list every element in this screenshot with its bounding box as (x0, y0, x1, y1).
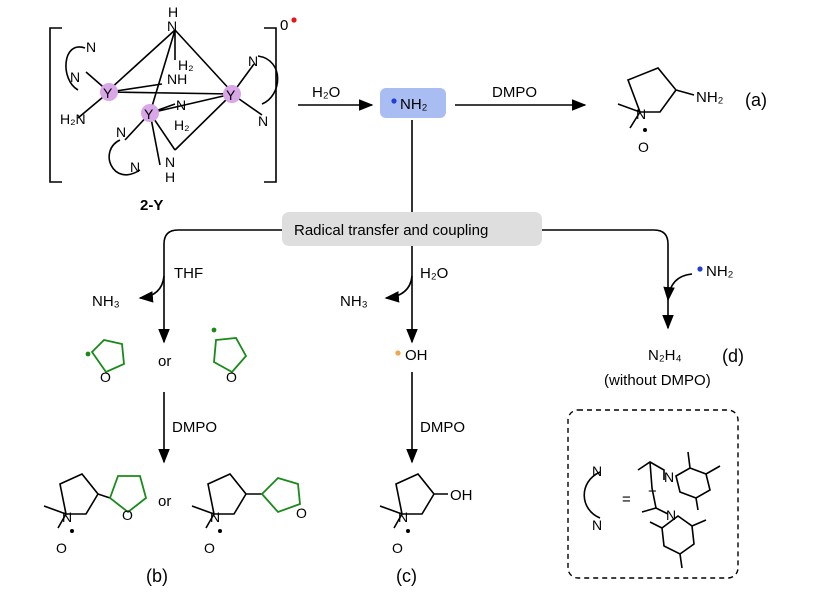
product-b2-o: O (204, 540, 215, 556)
yttrium-atom-2 (141, 104, 159, 122)
product-b1-o: O (56, 540, 67, 556)
label-d: (d) (722, 346, 744, 366)
nh-center: NH (167, 71, 187, 87)
without-dmpo-note: (without DMPO) (604, 372, 711, 389)
legend-n-1: N (664, 469, 674, 485)
n-left-top: N (86, 39, 96, 55)
curved-arrow-nh2-d (663, 273, 693, 302)
h2n-left: H₂N (60, 111, 86, 127)
top-n: N (167, 18, 177, 34)
thf-radical-beta: O (211, 327, 248, 385)
n-right: N (258, 113, 268, 129)
radical-transfer-label: Radical transfer and coupling (294, 222, 488, 239)
product-b1-structure: N O O (43, 473, 148, 556)
amino-radical-box (380, 88, 446, 118)
left-bracket (49, 27, 62, 183)
product-c-o: O (392, 540, 403, 556)
product-b2-n: N (210, 509, 220, 525)
product-a-nh2: NH₂ (696, 89, 724, 106)
y-label-2: Y (144, 106, 154, 122)
h2-lower: H₂ (174, 117, 190, 133)
label-c: (c) (396, 566, 417, 586)
product-b2-ring-o: O (296, 505, 307, 521)
h2o-c-label: H₂O (420, 265, 448, 282)
product-b1-ring-o: O (122, 507, 133, 523)
n2h4-product: N₂H₄ (648, 347, 682, 364)
product-c-oh: OH (450, 487, 473, 504)
n-bottom-left: N (130, 159, 140, 175)
y-label-1: Y (103, 85, 113, 101)
ligand-legend: N N = N N − (583, 451, 721, 569)
nh2-d-radical-dot (697, 266, 703, 272)
label-a: (a) (745, 90, 767, 110)
h2o-label: H₂O (312, 84, 340, 101)
h2-upper: H₂ (178, 57, 194, 73)
nh3-c: NH₃ (340, 293, 368, 310)
yttrium-complex: Y Y Y H N N N NH H₂ H₂N N H₂ N N N H N N… (49, 4, 297, 214)
legend-n-bottom: N (592, 517, 602, 533)
product-c-structure: N O OH (379, 473, 473, 556)
amino-radical: NH₂ (400, 96, 428, 113)
product-a-n: N (636, 106, 646, 122)
nh2-d: NH₂ (706, 263, 734, 280)
product-a-structure: N O NH₂ (617, 67, 724, 155)
nh3-b: NH₃ (92, 293, 120, 310)
product-a-o: O (638, 139, 649, 155)
right-bracket (264, 27, 277, 183)
curved-arrow-nh3-c (384, 275, 413, 303)
product-b2-structure: N O O (191, 473, 307, 556)
arrow-branch-b (158, 229, 282, 344)
oh-radical-dot (395, 350, 401, 356)
curved-arrow-nh3-b (138, 275, 165, 303)
dmpo-label-a: DMPO (492, 84, 537, 101)
dmpo-label-c: DMPO (420, 419, 465, 436)
legend-n-2: N (666, 507, 676, 523)
complex-label: 2-Y (140, 197, 163, 214)
amino-radical-dot (391, 98, 397, 104)
arrow-branch-d (542, 229, 674, 330)
top-h: H (168, 4, 178, 20)
radical-transfer-box (282, 212, 542, 246)
thf-o-1: O (100, 369, 111, 385)
product-c-n: N (398, 509, 408, 525)
bottom-h: H (165, 169, 175, 185)
product-a-radical-dot (643, 128, 647, 132)
legend-n-top: N (592, 463, 602, 479)
or-b-bottom: or (158, 493, 171, 510)
n-lower-left: N (116, 124, 126, 140)
y-label-3: Y (226, 87, 236, 103)
yttrium-atom-1 (100, 83, 118, 101)
legend-equals: = (622, 491, 631, 508)
n-center: N (176, 97, 186, 113)
oh-radical: OH (405, 347, 428, 364)
dmpo-label-b: DMPO (172, 419, 217, 436)
bottom-n: N (165, 154, 175, 170)
thf-radical-alpha: O (85, 339, 125, 385)
legend-minus: − (648, 483, 657, 500)
n-right-top: N (248, 53, 258, 69)
radical-dot (291, 17, 297, 23)
n-left: N (70, 69, 80, 85)
thf-label: THF (174, 265, 203, 282)
charge-label: 0 (280, 17, 288, 34)
or-b-top: or (158, 353, 171, 370)
product-b1-n: N (62, 509, 72, 525)
label-b: (b) (146, 566, 168, 586)
yttrium-atom-3 (223, 85, 241, 103)
thf-o-2: O (226, 369, 237, 385)
ligand-legend-box (567, 409, 739, 579)
